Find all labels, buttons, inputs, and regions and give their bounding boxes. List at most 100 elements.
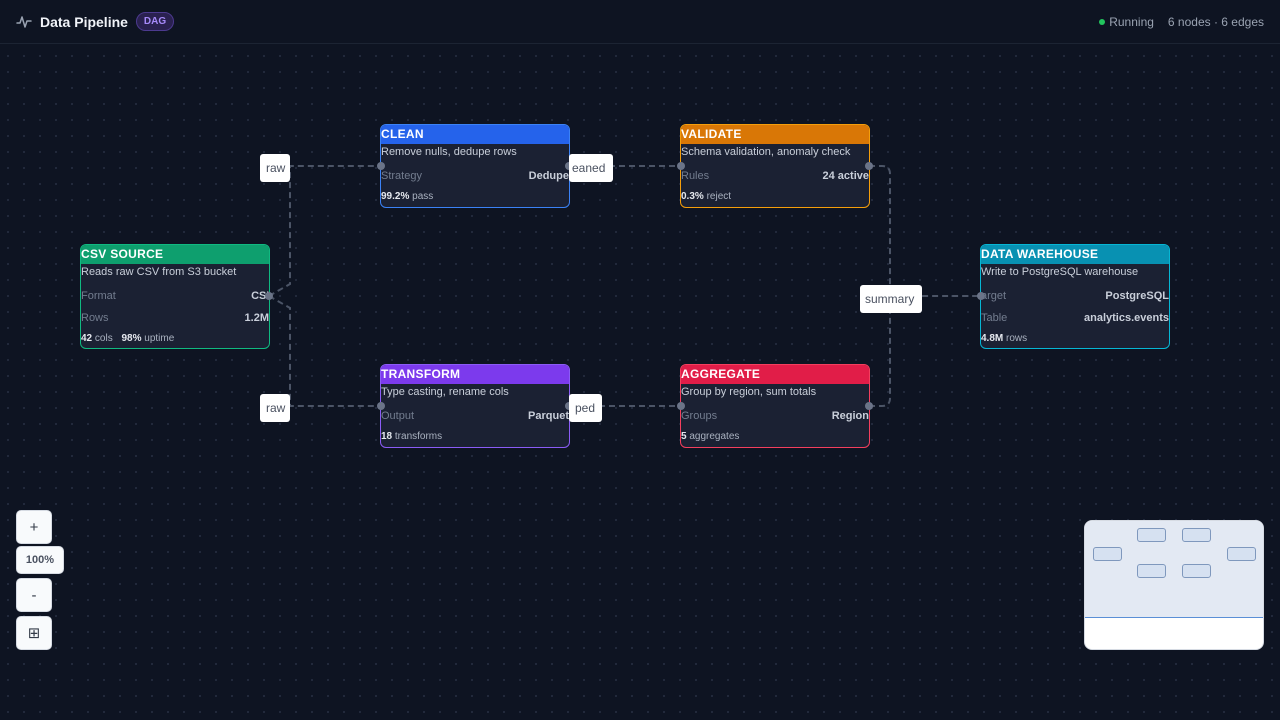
zoom-in-button[interactable]: +: [16, 510, 52, 544]
node-footer: 18 transforms: [381, 427, 569, 447]
output-port[interactable]: [865, 162, 873, 170]
input-port[interactable]: [377, 402, 385, 410]
edge-csv-transform: [268, 295, 381, 407]
row-value: Parquet: [528, 410, 569, 422]
node-header: VALIDATE: [681, 125, 869, 144]
row-value: 1.2M: [244, 312, 269, 324]
footer-value: 5: [681, 431, 687, 442]
row-value: CS': [251, 290, 269, 302]
node-validate[interactable]: VALIDATE Schema validation, anomaly chec…: [680, 124, 870, 208]
node-clean[interactable]: CLEAN Remove nulls, dedupe rows Strategy…: [380, 124, 570, 208]
node-header: TRANSFORM: [381, 365, 569, 384]
node-header: CLEAN: [381, 125, 569, 144]
status-dot-icon: [1099, 18, 1106, 25]
footer-text: rows: [1006, 333, 1028, 344]
node-transform[interactable]: TRANSFORM Type casting, rename cols Outp…: [380, 364, 570, 448]
node-header: DATA WAREHOUSE: [981, 245, 1169, 264]
pulse-icon: [16, 14, 32, 30]
node-footer: 4.8M rows: [981, 329, 1169, 348]
edge-label-cleaned[interactable]: eaned: [569, 154, 613, 182]
row-key: Groups: [681, 410, 718, 422]
node-row-strategy: Strategy Dedupe: [381, 165, 569, 187]
node-data-warehouse[interactable]: DATA WAREHOUSE Write to PostgreSQL wareh…: [980, 244, 1170, 349]
minimap[interactable]: [1084, 520, 1264, 650]
node-csv-source[interactable]: CSV SOURCE Reads raw CSV from S3 bucket …: [80, 244, 270, 349]
input-port[interactable]: [977, 292, 985, 300]
dag-badge: DAG: [135, 12, 175, 31]
node-footer: 42 cols 98% uptime: [81, 329, 269, 348]
edge-label-summary[interactable]: summary: [860, 285, 922, 313]
minimap-node: [1137, 528, 1166, 542]
footer-value: 98%: [121, 333, 142, 344]
node-row-rows: Rows 1.2M: [81, 307, 269, 329]
edge-validate-warehouse: [869, 165, 981, 297]
row-value: Region: [831, 410, 869, 422]
node-description: Schema validation, anomaly check: [681, 146, 851, 158]
fit-view-button[interactable]: ⊞: [16, 616, 52, 650]
input-port[interactable]: [677, 162, 685, 170]
output-port[interactable]: [865, 402, 873, 410]
edge-label-raw[interactable]: raw: [260, 154, 290, 182]
footer-value: 42: [81, 333, 93, 344]
node-description: Remove nulls, dedupe rows: [381, 146, 517, 158]
node-aggregate[interactable]: AGGREGATE Group by region, sum totals Gr…: [680, 364, 870, 448]
row-key: Rows: [81, 312, 109, 324]
node-row-groups: Groups Region: [681, 405, 869, 427]
edge-aggregate-warehouse: [869, 296, 891, 407]
row-key: Output: [381, 410, 415, 422]
footer-text: uptime: [144, 333, 175, 344]
minimap-node: [1182, 564, 1211, 578]
node-description: Type casting, rename cols: [381, 386, 509, 398]
node-header: CSV SOURCE: [81, 245, 269, 264]
zoom-level: 100%: [16, 546, 64, 574]
footer-text: pass: [412, 191, 434, 202]
node-row-output: Output Parquet: [381, 405, 569, 427]
node-header: AGGREGATE: [681, 365, 869, 384]
row-value: Dedupe: [528, 170, 569, 182]
node-row-rules: Rules 24 active: [681, 165, 869, 187]
footer-value: 18: [381, 431, 393, 442]
row-key: Table: [981, 312, 1008, 324]
footer-text: aggregates: [689, 431, 740, 442]
footer-text: transforms: [394, 431, 443, 442]
minimap-node: [1182, 528, 1211, 542]
footer-value: 4.8M: [981, 333, 1004, 344]
row-key: Format: [81, 290, 116, 302]
footer-text: cols: [94, 333, 113, 344]
row-value: analytics.events: [1084, 312, 1169, 324]
app-header: Data Pipeline DAG Running 6 nodes · 6 ed…: [0, 0, 1280, 44]
row-key: arget: [981, 290, 1007, 302]
edge-label-typed[interactable]: ped: [569, 394, 602, 422]
status-text: Running: [1109, 14, 1154, 29]
row-value: PostgreSQL: [1105, 290, 1169, 302]
input-port[interactable]: [377, 162, 385, 170]
fit-view-icon: ⊞: [27, 625, 41, 642]
node-description: Write to PostgreSQL warehouse: [981, 266, 1139, 278]
node-description: Group by region, sum totals: [681, 386, 817, 398]
node-description: Reads raw CSV from S3 bucket: [81, 266, 237, 278]
row-key: Rules: [681, 170, 710, 182]
row-key: Strategy: [381, 170, 422, 182]
node-footer: 5 aggregates: [681, 427, 869, 447]
node-row-format: Format CS': [81, 285, 269, 307]
input-port[interactable]: [677, 402, 685, 410]
node-footer: 0.3% reject: [681, 187, 869, 207]
minimap-viewport[interactable]: [1085, 521, 1263, 618]
footer-value: 0.3%: [681, 191, 704, 202]
edge-label-raw[interactable]: raw: [260, 394, 290, 422]
edge-csv-clean: [268, 165, 381, 297]
node-footer: 99.2% pass: [381, 187, 569, 207]
row-value: 24 active: [822, 170, 869, 182]
node-row-table: Table analytics.events: [981, 307, 1169, 329]
minimap-node: [1227, 547, 1256, 561]
zoom-out-button[interactable]: -: [16, 578, 52, 612]
minimap-node: [1093, 547, 1122, 561]
header-status-area: Running 6 nodes · 6 edges: [1099, 15, 1264, 29]
minimap-node: [1137, 564, 1166, 578]
graph-stats: 6 nodes · 6 edges: [1167, 14, 1264, 29]
page-title: Data Pipeline: [40, 13, 128, 30]
node-row-target: arget PostgreSQL: [981, 285, 1169, 307]
footer-text: reject: [706, 191, 732, 202]
output-port[interactable]: [265, 292, 273, 300]
